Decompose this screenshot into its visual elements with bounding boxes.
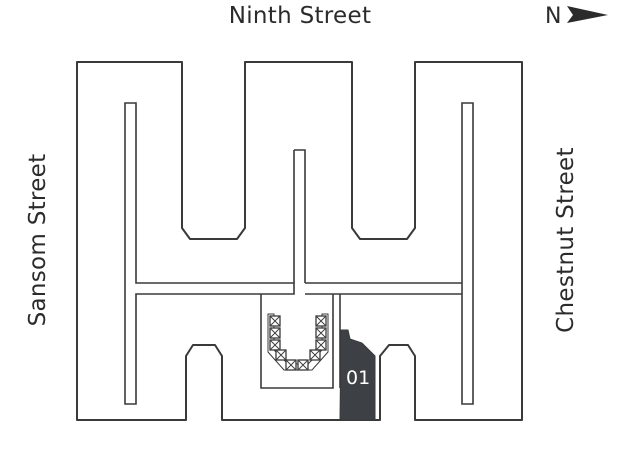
corridor-right-wing [461, 102, 474, 405]
unit-01-label: 01 [346, 367, 370, 389]
compass-label: N [545, 4, 561, 29]
unit-01[interactable] [339, 329, 376, 421]
stair-box-cross [275, 349, 287, 361]
stair-box-cross [315, 315, 327, 327]
stair-box-cross [297, 359, 309, 371]
north-arrow-icon [567, 6, 608, 23]
building-outline [76, 61, 523, 421]
stair-box-cross [285, 359, 297, 371]
street-label-sansom: Sansom Street [25, 154, 51, 327]
stair-box-cross [315, 327, 327, 339]
corridor-left-wing [124, 102, 295, 405]
courtyard-features [267, 313, 329, 371]
street-label-ninth: Ninth Street [229, 3, 372, 29]
courtyard [260, 294, 341, 389]
stair-box-cross [269, 339, 281, 351]
stair-box-cross [269, 327, 281, 339]
stair-box-cross [315, 339, 327, 351]
street-label-chestnut: Chestnut Street [553, 147, 579, 333]
stair-box-cross [309, 349, 321, 361]
corridor-right-link [293, 149, 462, 295]
stair-box-cross [269, 315, 281, 327]
compass: N [545, 4, 608, 29]
